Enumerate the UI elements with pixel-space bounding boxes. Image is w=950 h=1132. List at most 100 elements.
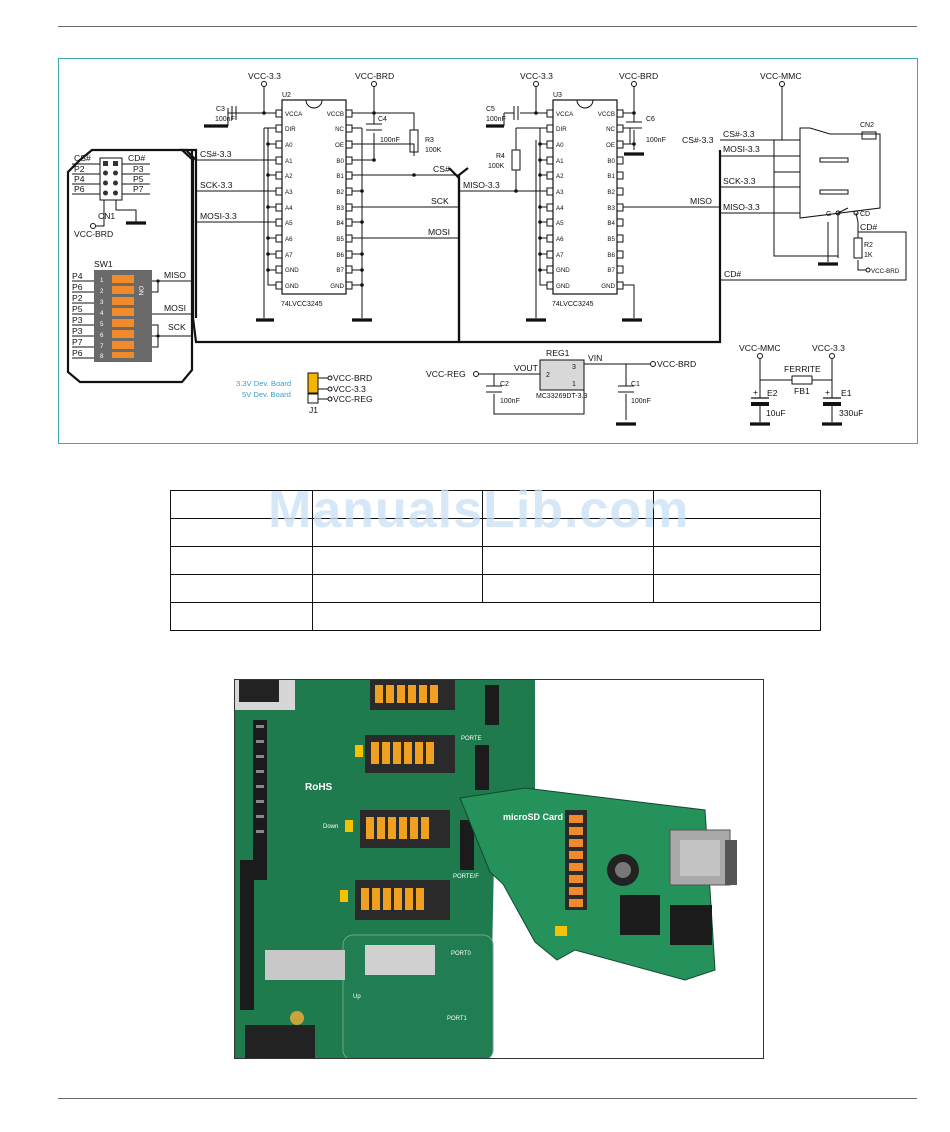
reg-vccreg: VCC-REG: [426, 369, 466, 379]
c3-ref: C3: [216, 106, 225, 113]
svg-text:B4: B4: [607, 220, 615, 227]
cn1-left-2: P4: [74, 174, 85, 184]
svg-text:B2: B2: [336, 189, 344, 196]
svg-text:A6: A6: [556, 236, 564, 243]
port-e-label: PORTE: [461, 736, 482, 742]
e2-symbol: [751, 397, 769, 406]
r2-symbol: [853, 237, 863, 259]
svg-text:A7: A7: [556, 252, 564, 259]
c4-ref: C4: [378, 116, 387, 123]
c5-ref: C5: [486, 106, 495, 113]
u3-right-pins: VCCB NC OE B0 B1 B2 B3 B4 B5 B6 B7 GND: [598, 111, 616, 290]
svg-text:VCCB: VCCB: [598, 111, 615, 118]
u2-vcc33: VCC-3.3: [248, 71, 281, 81]
svg-text:P5: P5: [72, 304, 83, 314]
e2-plus: +: [753, 387, 758, 397]
cn1-right-3: P7: [133, 184, 144, 194]
r4-symbol: [511, 149, 521, 171]
u2-left-pins: VCCA DIR A0 A1 A2 A3 A4 A5 A6 A7 GND GND: [285, 111, 303, 290]
svg-text:A7: A7: [285, 252, 293, 259]
svg-text:A2: A2: [556, 173, 564, 180]
reg1-wiring: [479, 363, 650, 420]
svg-text:3: 3: [100, 299, 104, 306]
net-sck33-right: SCK-3.3: [723, 176, 756, 186]
reg1-vout: VOUT: [514, 363, 539, 373]
sw1-numbers: 1 2 3 4 5 6 7 8: [100, 277, 104, 360]
j1-opt33: 3.3V Dev. Board: [236, 379, 291, 388]
svg-text:B0: B0: [336, 158, 344, 165]
vcc-mmc-top: VCC-MMC: [760, 71, 802, 81]
fb-wiring: [759, 359, 833, 422]
svg-text:P3: P3: [72, 326, 83, 336]
j1-ref: J1: [309, 405, 318, 415]
svg-text:P3: P3: [72, 315, 83, 325]
u2-vccbrd: VCC-BRD: [355, 71, 394, 81]
svg-text:A0: A0: [285, 142, 293, 149]
cn2-wiring: [720, 139, 907, 281]
c3-value: 100nF: [215, 116, 235, 123]
sw1-on: ON: [137, 286, 144, 295]
c6-value: 100nF: [646, 137, 666, 144]
r4-ref: R4: [496, 153, 505, 160]
sw1-mosi: MOSI: [164, 303, 186, 313]
c4-value: 100nF: [380, 137, 400, 144]
r3-symbol: [409, 129, 419, 153]
net-sck33-left: SCK-3.3: [200, 180, 233, 190]
svg-text:P6: P6: [72, 348, 83, 358]
svg-text:A1: A1: [556, 158, 564, 165]
sw1-switches: [112, 275, 134, 358]
net-cs33-u3: CS#-3.3: [682, 135, 714, 145]
svg-text:GND: GND: [285, 267, 299, 274]
reg1-pin1: 1: [572, 381, 576, 388]
u2-wiring: [196, 84, 459, 318]
svg-text:A5: A5: [556, 220, 564, 227]
cn2-body: [799, 127, 881, 219]
svg-text:A0: A0: [556, 142, 564, 149]
net-miso33-right: MISO-3.3: [723, 202, 760, 212]
u3-body: [552, 99, 618, 295]
board-photo: RoHS PORTE PORTE/F PORT0 PORT1 Up Down m…: [234, 679, 764, 1059]
svg-text:1: 1: [100, 277, 104, 284]
schematic-frame: [58, 58, 918, 444]
svg-text:B2: B2: [607, 189, 615, 196]
svg-text:OE: OE: [335, 142, 344, 149]
u2-body: [281, 99, 347, 295]
svg-text:A3: A3: [285, 189, 293, 196]
sw1-sck: SCK: [168, 322, 186, 332]
svg-text:B7: B7: [607, 267, 615, 274]
port-f-label: PORTE/F: [453, 874, 479, 880]
table-row: [170, 518, 821, 547]
bus-outline-right: [457, 150, 722, 344]
sw1-ports: P4 P6 P2 P5 P3 P3 P7 P6: [72, 271, 83, 358]
u2-ref: U2: [282, 92, 291, 99]
e1-ref: E1: [841, 388, 852, 398]
net-cs-mid: CS#: [433, 164, 450, 174]
u3-ref: U3: [553, 92, 562, 99]
j1-p3: VCC-REG: [333, 394, 373, 404]
top-rule: [58, 26, 917, 27]
r2-ref: R2: [864, 242, 873, 249]
r2-value: 1K: [864, 252, 873, 259]
data-table: [170, 490, 821, 631]
cn1-pins: [103, 161, 118, 196]
u2-right-pins: VCCB NC OE B0 B1 B2 B3 B4 B5 B6 B7 GND: [327, 111, 345, 290]
cn1-right-2: P5: [133, 174, 144, 184]
e2-ref: E2: [767, 388, 778, 398]
svg-text:B3: B3: [336, 205, 344, 212]
sw1-ref: SW1: [94, 259, 113, 269]
r2-vccbrd: VCC-BRD: [871, 268, 900, 275]
u3-pin-boxes: [546, 109, 624, 290]
port-1-label: PORT1: [447, 1016, 468, 1022]
cn1-right-1: P3: [133, 164, 144, 174]
svg-text:VCCA: VCCA: [556, 111, 574, 118]
svg-text:VCCB: VCCB: [327, 111, 344, 118]
svg-text:NC: NC: [606, 126, 615, 133]
u2-dots: [262, 111, 416, 287]
svg-text:7: 7: [100, 343, 104, 350]
svg-text:P2: P2: [72, 293, 83, 303]
svg-text:A4: A4: [285, 205, 293, 212]
reg1-pin3: 3: [572, 364, 576, 371]
fb-vccmmc: VCC-MMC: [739, 343, 781, 353]
fb1-ref: FB1: [794, 386, 810, 396]
c5-symbol: [504, 106, 519, 120]
